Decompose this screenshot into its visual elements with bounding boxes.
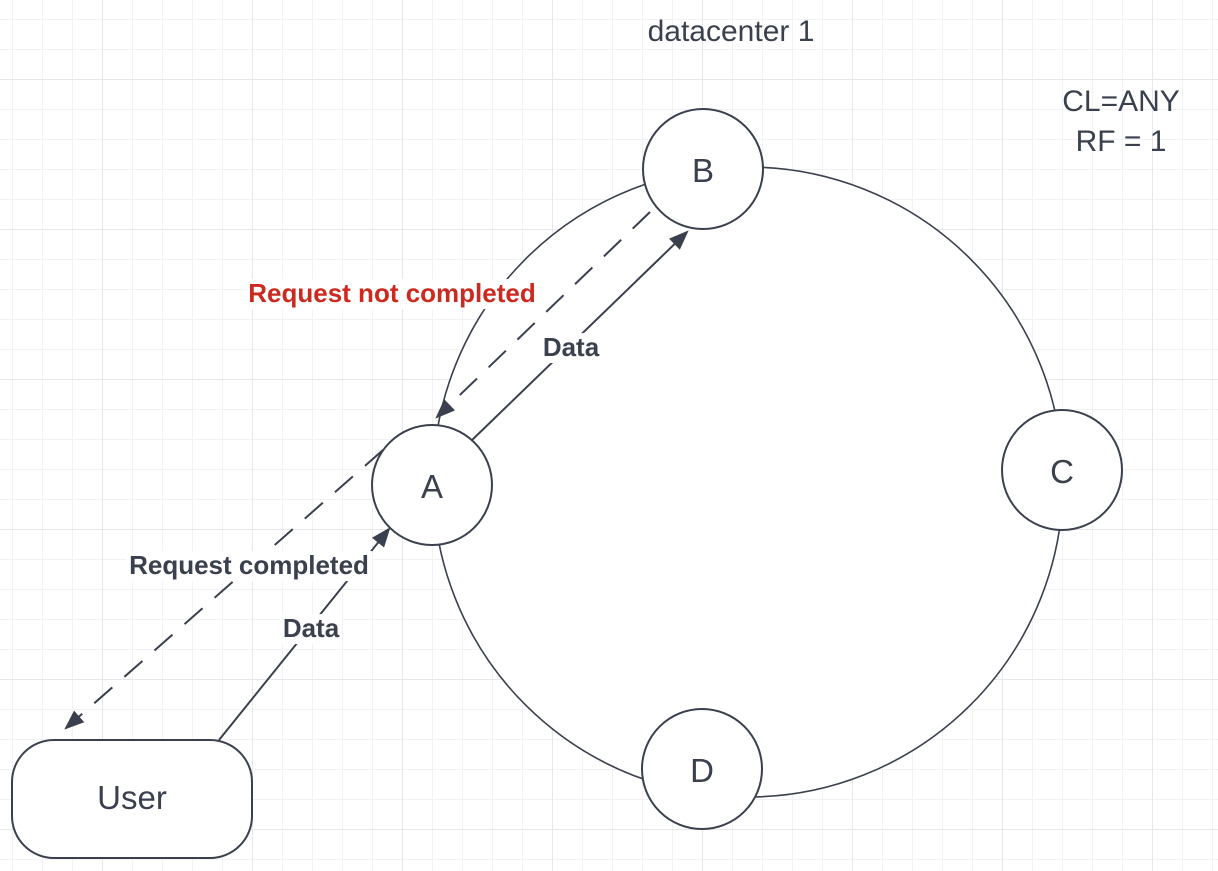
node-d-label: D (690, 752, 714, 790)
edge-label-data-user-to-a: Data (279, 613, 343, 644)
node-d-circle (641, 708, 763, 830)
user-box (11, 739, 253, 859)
edge-label-request-completed: Request completed (126, 550, 372, 581)
diagram-title: datacenter 1 (647, 14, 815, 48)
edge-label-data-a-to-b: Data (539, 332, 603, 363)
node-b-circle (642, 108, 764, 230)
consistency-level-label: CL=ANY (1062, 85, 1180, 118)
node-a-label: A (420, 468, 444, 506)
node-a-circle (371, 424, 493, 546)
edge-label-request-not-completed: Request not completed (245, 278, 539, 309)
datacenter-ring (432, 166, 1064, 798)
node-c-circle (1001, 409, 1123, 531)
user-label: User (97, 779, 167, 817)
node-b-label: B (691, 152, 715, 190)
edge-request-completed (66, 449, 384, 728)
edge-request-not-completed (437, 211, 651, 417)
node-c-label: C (1050, 453, 1074, 491)
replication-factor-label: RF = 1 (1075, 125, 1167, 158)
annotation-block: CL=ANY RF = 1 (1062, 82, 1180, 162)
